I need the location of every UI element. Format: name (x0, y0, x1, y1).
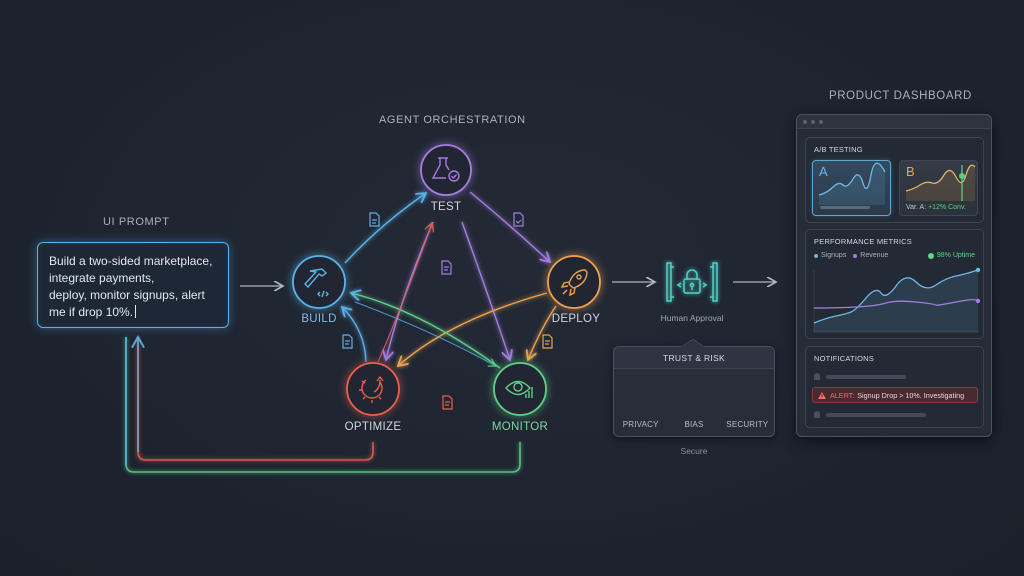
trust-risk-card: TRUST & RISK PRIVACY BIAS SECURITY (613, 346, 775, 437)
node-monitor (493, 362, 547, 416)
notification-placeholder (826, 412, 926, 417)
trust-pointer-inner (681, 340, 705, 347)
human-approval-label[interactable]: Human Approval (660, 313, 724, 323)
performance-legend: Signups Revenue 98% Uptime (814, 252, 975, 259)
variant-b-label: B (906, 164, 915, 179)
variant-b-sparkline (905, 164, 976, 201)
optimize-feedback-loop (137, 337, 374, 461)
trust-item-privacy[interactable]: PRIVACY (622, 420, 659, 429)
eye-chart-icon (505, 380, 533, 398)
doc-icon (442, 395, 453, 410)
bell-icon (814, 373, 820, 380)
node-monitor-label[interactable]: MONITOR (491, 421, 549, 433)
performance-chart (813, 267, 981, 333)
notifications-panel: NOTIFICATIONS ALERT: Signup Drop > 10%. … (805, 346, 984, 428)
trust-item-bias[interactable]: BIAS (684, 420, 704, 429)
prompt-line: me if drop 10%. (49, 304, 220, 321)
hammer-code-icon (304, 268, 329, 298)
trust-item-security[interactable]: SECURITY (726, 420, 769, 429)
uptime-status: 98% Uptime (927, 252, 975, 259)
node-test (420, 144, 472, 196)
secure-label: Secure (680, 446, 708, 456)
lock-gate-icon (666, 262, 718, 302)
ui-prompt-title: UI PROMPT (103, 216, 170, 228)
prompt-line: Build a two-sided marketplace, (49, 254, 213, 268)
performance-panel: PERFORMANCE METRICS Signups Revenue 98% … (805, 229, 984, 339)
node-deploy-label[interactable]: DEPLOY (551, 313, 601, 325)
variant-a-card[interactable]: A (812, 160, 891, 216)
alert-notification[interactable]: ALERT: Signup Drop > 10%. Investigating (812, 387, 978, 403)
ab-testing-panel: A/B TESTING A B Var. A: +12% Conv. (805, 137, 984, 223)
ab-testing-title: A/B TESTING (814, 145, 863, 154)
notification-item[interactable] (814, 373, 906, 380)
doc-icon (342, 334, 353, 349)
doc-icon (542, 334, 553, 349)
variant-b-card[interactable]: B Var. A: +12% Conv. (899, 160, 978, 216)
node-build (292, 255, 346, 309)
doc-check-icon (513, 212, 524, 227)
prompt-line: deploy, monitor signups, alert (49, 288, 205, 302)
window-dot[interactable] (811, 119, 815, 124)
gear-arrow-icon (359, 375, 384, 403)
notification-placeholder (826, 374, 906, 379)
doc-icon (369, 212, 380, 227)
window-titlebar (797, 115, 991, 129)
orchestration-title: AGENT ORCHESTRATION (379, 114, 526, 126)
legend-signups: Signups (814, 252, 846, 259)
monitor-feedback-loop (125, 337, 521, 473)
notifications-title: NOTIFICATIONS (814, 354, 874, 363)
node-build-label[interactable]: BUILD (301, 313, 337, 325)
prompt-line: integrate payments, (49, 271, 155, 285)
bell-icon (814, 411, 820, 418)
flask-check-icon (431, 157, 460, 182)
window-dot[interactable] (803, 119, 807, 124)
warning-icon (818, 391, 826, 399)
node-deploy (547, 255, 601, 309)
rocket-icon (560, 269, 588, 297)
performance-title: PERFORMANCE METRICS (814, 237, 912, 246)
node-test-label[interactable]: TEST (430, 201, 462, 213)
window-dot[interactable] (819, 119, 823, 124)
variant-a-sparkline (818, 162, 886, 209)
dashboard-title: PRODUCT DASHBOARD (829, 90, 972, 102)
trust-risk-title: TRUST & RISK (614, 347, 774, 369)
node-optimize (346, 362, 400, 416)
node-optimize-label[interactable]: OPTIMIZE (344, 421, 402, 433)
doc-icon (441, 260, 452, 275)
legend-revenue: Revenue (853, 252, 888, 259)
ab-result: Var. A: +12% Conv. (906, 204, 966, 211)
notification-item[interactable] (814, 411, 926, 418)
text-caret (135, 305, 137, 318)
prompt-input[interactable]: Build a two-sided marketplace, integrate… (37, 242, 229, 328)
dashboard-window: A/B TESTING A B Var. A: +12% Conv. PERFO… (796, 114, 992, 437)
variant-a-label: A (819, 164, 828, 179)
